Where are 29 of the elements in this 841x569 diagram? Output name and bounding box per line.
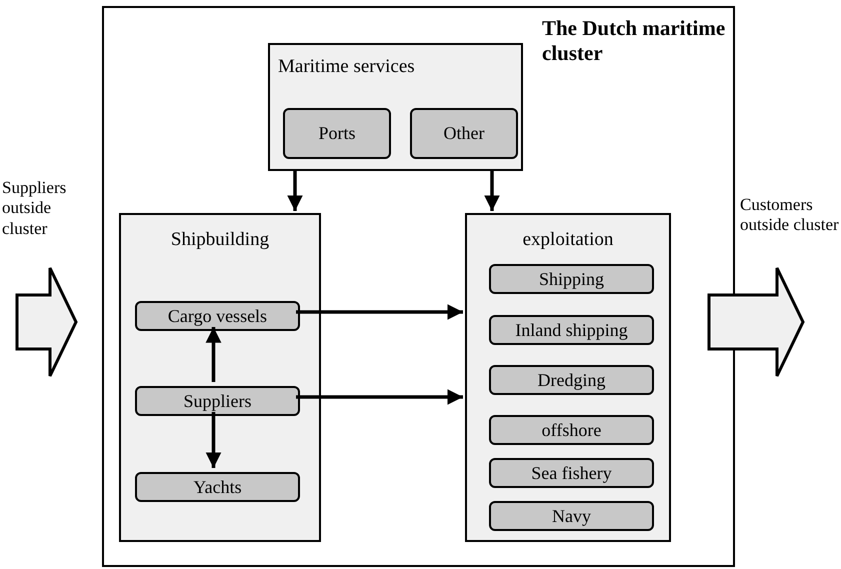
arrow <box>296 389 463 405</box>
arrow <box>484 169 500 211</box>
block-arrow <box>16 266 78 378</box>
outside-label: Suppliers outside cluster <box>2 178 68 240</box>
cluster-frame <box>102 6 735 567</box>
item-box: Cargo vessels <box>135 301 300 331</box>
item-box: Ports <box>283 108 391 159</box>
group-box <box>119 213 321 542</box>
item-box: Inland shipping <box>489 315 654 345</box>
item-box: Sea fishery <box>489 458 654 488</box>
item-box: Shipping <box>489 264 654 294</box>
block-arrow <box>708 266 805 378</box>
item-box: Suppliers <box>135 386 300 416</box>
item-box: Dredging <box>489 365 654 395</box>
item-box: Navy <box>489 501 654 531</box>
group-heading: Maritime services <box>278 56 415 79</box>
arrow <box>206 327 222 382</box>
group-box <box>268 43 523 171</box>
arrow <box>287 169 303 211</box>
outside-label: Customers outside cluster <box>740 195 839 236</box>
group-heading: exploitation <box>522 229 614 252</box>
arrow <box>206 412 222 468</box>
cluster-title: The Dutch maritime cluster <box>542 16 726 66</box>
arrow <box>296 304 463 320</box>
group-heading: Shipbuilding <box>170 229 270 252</box>
item-box: Other <box>410 108 518 159</box>
item-box: Yachts <box>135 472 300 502</box>
item-box: offshore <box>489 415 654 445</box>
group-box <box>465 213 671 542</box>
